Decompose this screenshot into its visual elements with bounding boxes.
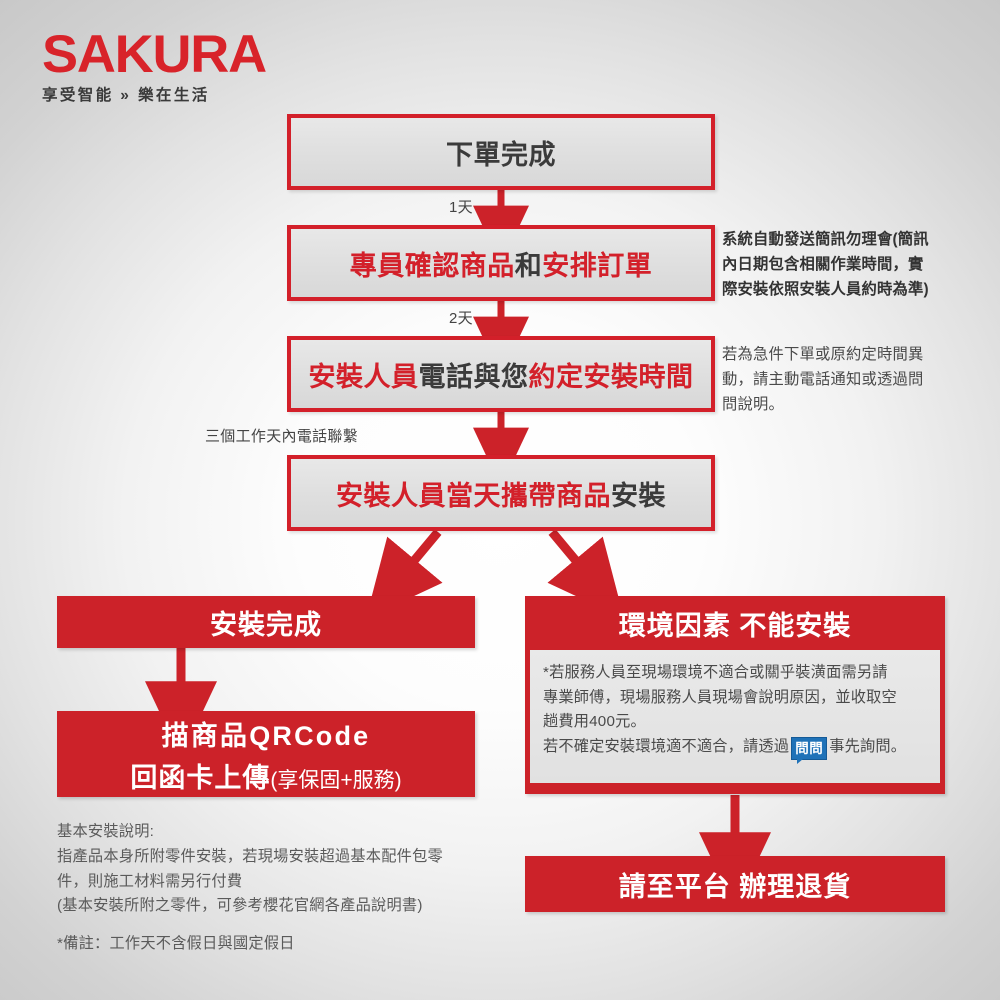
step-order-complete: 下單完成 [287,114,715,190]
step-installer-onsite: 安裝人員當天攜帶商品安裝 [287,455,715,531]
branch-failure-body: *若服務人員至現場環境不適合或關乎裝潢面需另請 專業師傅，現場服務人員現場會說明… [530,650,940,783]
branch-failure-panel: 環境因素 不能安裝 *若服務人員至現場環境不適合或關乎裝潢面需另請 專業師傅，現… [525,596,945,794]
step-staff-confirm-label: 專員確認商品和安排訂單 [349,250,653,281]
branch-success-action-label: 描商品QRCode 回函卡上傳(享保固+服務) [130,720,402,793]
failure-body-line1: *若服務人員至現場環境不適合或關乎裝潢面需另請 [543,664,888,681]
step-staff-confirm: 專員確認商品和安排訂單 [287,225,715,301]
annotation-urgent-note: 若為急件下單或原約定時間異 動，請主動電話通知或透過問 問說明。 [722,346,924,413]
failure-body-line2: 專業師傅，現場服務人員現場會說明原因，並收取空 [543,688,897,706]
branch-success-header: 安裝完成 [57,596,475,648]
annotation-sms-note: 系統自動發送簡訊勿理會(簡訊 內日期包含相關作業時間，實 際安裝依照安裝人員約時… [722,231,929,298]
sakura-logo: SAKURA 享受智能 » 樂在生活 [42,28,267,104]
brand-tagline: 享受智能 » 樂在生活 [42,87,210,104]
connector-label-2days: 2天 [449,310,473,327]
failure-body-line3: 趟費用400元。 [543,713,646,731]
connector-label-three-workdays: 三個工作天內電話聯繫 [205,428,359,445]
failure-body-line4: 若不確定安裝環境適不適合，請透過問問事先詢問。 [543,735,927,765]
arrow-branch-success [365,529,443,619]
footer-line1: 指產品本身所附零件安裝，若現場安裝超過基本配件包零 [57,847,443,865]
step-installer-call-label: 安裝人員電話與您約定安裝時間 [308,361,694,392]
arrow-branch-failure [547,529,625,619]
branch-failure-result: 請至平台 辦理退貨 [525,856,945,912]
ask-bubble-badge[interactable]: 問問 [791,737,828,765]
footer-line2: 件，則施工材料需另行付費 [57,872,243,890]
brand-wordmark: SAKURA [42,25,267,84]
connector-label-1day: 1天 [449,199,473,216]
footer-remark: *備註：工作天不含假日與國定假日 [57,935,295,953]
footer-line3: (基本安裝所附之零件，可參考櫻花官網各產品說明書) [57,897,423,915]
branch-success-header-label: 安裝完成 [210,609,322,640]
branch-failure-result-label: 請至平台 辦理退貨 [618,871,852,902]
failure-body-line4-prefix: 若不確定安裝環境適不適合，請透過 [543,737,790,755]
branch-success-action: 描商品QRCode 回函卡上傳(享保固+服務) [57,711,475,797]
footer-spacer [57,919,517,932]
failure-body-line4-suffix: 事先詢問。 [829,737,907,755]
branch-failure-header: 環境因素 不能安裝 [618,610,852,641]
step-order-complete-label: 下單完成 [446,139,556,170]
step-installer-call: 安裝人員電話與您約定安裝時間 [287,336,715,412]
footer-notes: 基本安裝說明: 指產品本身所附零件安裝，若現場安裝超過基本配件包零 件，則施工材… [57,820,517,957]
step-installer-onsite-label: 安裝人員當天攜帶商品安裝 [336,480,666,511]
footer-title: 基本安裝說明: [57,823,155,840]
